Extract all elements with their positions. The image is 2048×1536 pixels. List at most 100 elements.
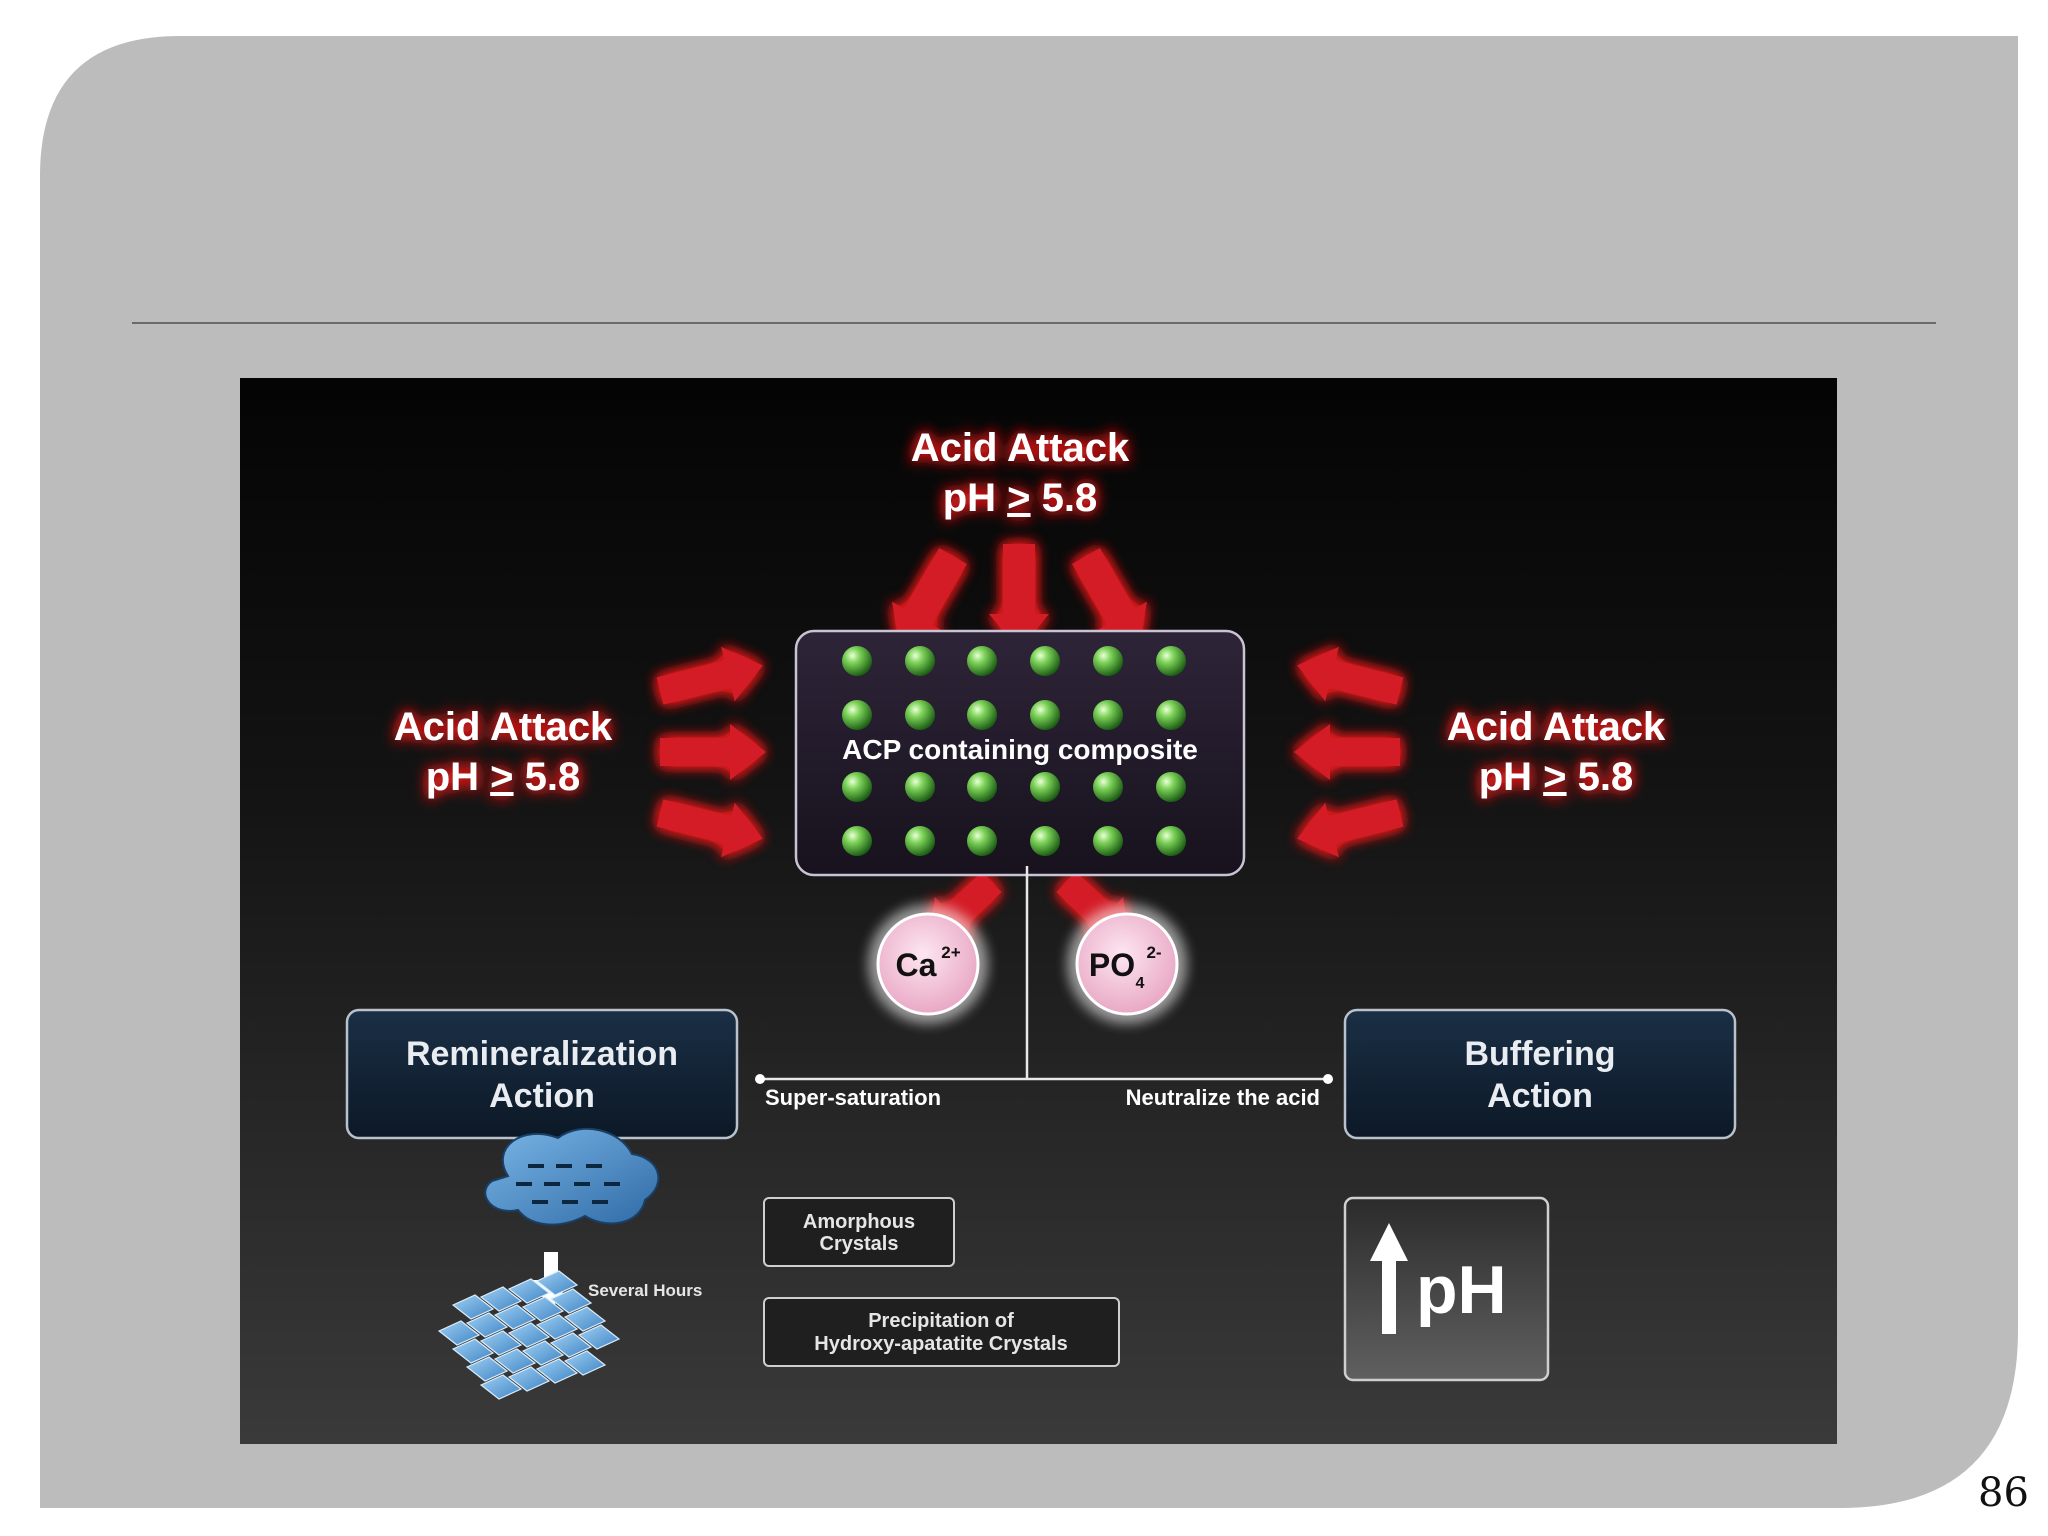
amorphous-label: Amorphous: [803, 1211, 915, 1233]
crystal-tile: [465, 1312, 509, 1338]
crystal-tile: [535, 1314, 579, 1340]
green-sphere: [905, 826, 935, 856]
green-sphere: [1030, 700, 1060, 730]
crystal-tile: [479, 1286, 523, 1312]
crystal-tile: [479, 1374, 523, 1400]
amorphous-blob-icon: [484, 1127, 660, 1226]
acid-attack-right-ph: pH > 5.8: [1479, 755, 1634, 799]
red-arrow-right-lower: [1297, 799, 1404, 858]
page-number: 86: [1978, 1470, 2029, 1516]
amorphous-crystals-box: [763, 1197, 955, 1267]
acp-composite-box: [794, 629, 1246, 877]
acid-attack-top-label: Acid Attack pH > 5.8: [911, 426, 1130, 520]
acid-attack-left-ph: pH > 5.8: [426, 755, 581, 799]
acid-attack-top-title: Acid Attack: [911, 426, 1130, 470]
acid-attack-left-label: Acid Attack pH > 5.8: [394, 705, 613, 799]
crystal-tile: [479, 1330, 523, 1356]
green-sphere: [842, 700, 872, 730]
crystal-tile: [493, 1348, 537, 1374]
buffering-subtitle: Action: [1487, 1077, 1593, 1115]
red-arrow-top-center: [989, 544, 1049, 650]
green-sphere: [1156, 826, 1186, 856]
several-hours-label: Several Hours: [588, 1281, 702, 1300]
hydroxyapatite-crystals-icon: [437, 1270, 621, 1400]
ph-label: pH: [1416, 1252, 1507, 1328]
red-arrow-right-middle: [1294, 724, 1400, 780]
red-arrow-right-upper: [1297, 646, 1404, 705]
crystal-tile: [437, 1320, 481, 1346]
crystal-tile: [521, 1340, 565, 1366]
diagram-canvas: Acid Attack pH > 5.8 Acid Attack pH > 5.…: [345, 426, 1737, 1400]
remineralization-title: Remineralization: [406, 1035, 678, 1073]
crystal-tile: [521, 1296, 565, 1322]
crystal-tile: [493, 1304, 537, 1330]
crystal-tile: [507, 1366, 551, 1392]
green-sphere: [842, 826, 872, 856]
green-sphere: [1093, 772, 1123, 802]
precipitation-label: Precipitation of: [868, 1310, 1014, 1332]
buffering-box: [1343, 1008, 1737, 1140]
green-sphere: [905, 646, 935, 676]
red-arrow-left-middle: [660, 724, 766, 780]
green-sphere: [842, 772, 872, 802]
remineralization-subtitle: Action: [489, 1077, 595, 1115]
green-sphere: [967, 646, 997, 676]
acid-attack-top-ph: pH > 5.8: [943, 476, 1098, 520]
green-sphere: [1156, 772, 1186, 802]
green-sphere: [842, 646, 872, 676]
crystal-tile: [563, 1306, 607, 1332]
connector-left-dot: [755, 1074, 765, 1084]
crystal-tile: [535, 1270, 579, 1296]
acid-attack-right-label: Acid Attack pH > 5.8: [1447, 705, 1666, 799]
super-saturation-label: Super-saturation: [765, 1085, 941, 1110]
acp-composite-label: ACP containing composite: [842, 734, 1198, 765]
crystal-tile: [549, 1288, 593, 1314]
red-arrow-left-upper: [656, 646, 763, 705]
remineralization-box: [345, 1008, 739, 1140]
crystal-tile: [577, 1324, 621, 1350]
crystal-tile: [507, 1322, 551, 1348]
calcium-phosphate-spheres: [842, 646, 1186, 856]
green-sphere: [1030, 646, 1060, 676]
phosphate-ion-symbol: PO: [1089, 947, 1135, 983]
crystal-tile: [535, 1358, 579, 1384]
green-sphere: [1156, 700, 1186, 730]
green-sphere: [967, 826, 997, 856]
green-sphere: [1093, 826, 1123, 856]
precipitation-box: [763, 1297, 1120, 1367]
crystal-tile: [507, 1278, 551, 1304]
acid-attack-left-title: Acid Attack: [394, 705, 613, 749]
phosphate-ion-charge: 2-: [1146, 943, 1161, 962]
green-sphere: [905, 772, 935, 802]
crystal-tile: [451, 1338, 495, 1364]
connector-right-dot: [1323, 1074, 1333, 1084]
red-arrow-left-lower: [656, 799, 763, 858]
crystal-tile: [465, 1356, 509, 1382]
buffering-title: Buffering: [1464, 1035, 1615, 1073]
connector-lines: [760, 866, 1328, 1081]
up-arrow-icon: [1370, 1223, 1408, 1334]
crystal-tile: [451, 1294, 495, 1320]
calcium-ion-symbol: Ca: [896, 947, 937, 983]
crystal-tile: [549, 1332, 593, 1358]
neutralize-acid-label: Neutralize the acid: [1126, 1085, 1320, 1110]
green-sphere: [1156, 646, 1186, 676]
calcium-ion: Ca 2+: [868, 904, 988, 1024]
green-sphere: [967, 700, 997, 730]
green-sphere: [1093, 700, 1123, 730]
red-arrow-top-left: [892, 548, 967, 648]
acid-arrows: [656, 544, 1404, 941]
green-sphere: [1030, 826, 1060, 856]
hydroxyapatite-label: Hydroxy-apatatite Crystals: [814, 1333, 1067, 1355]
crystal-tile: [563, 1350, 607, 1376]
red-arrow-top-right: [1072, 548, 1147, 648]
green-sphere: [1093, 646, 1123, 676]
green-sphere: [1030, 772, 1060, 802]
green-sphere: [905, 700, 935, 730]
acid-attack-right-title: Acid Attack: [1447, 705, 1666, 749]
phosphate-ion-subscript: 4: [1136, 975, 1145, 992]
acp-mechanism-diagram: Acid Attack pH > 5.8 Acid Attack pH > 5.…: [240, 378, 1837, 1444]
phosphate-ion: PO 4 2-: [1067, 904, 1187, 1024]
calcium-ion-charge: 2+: [941, 943, 960, 962]
